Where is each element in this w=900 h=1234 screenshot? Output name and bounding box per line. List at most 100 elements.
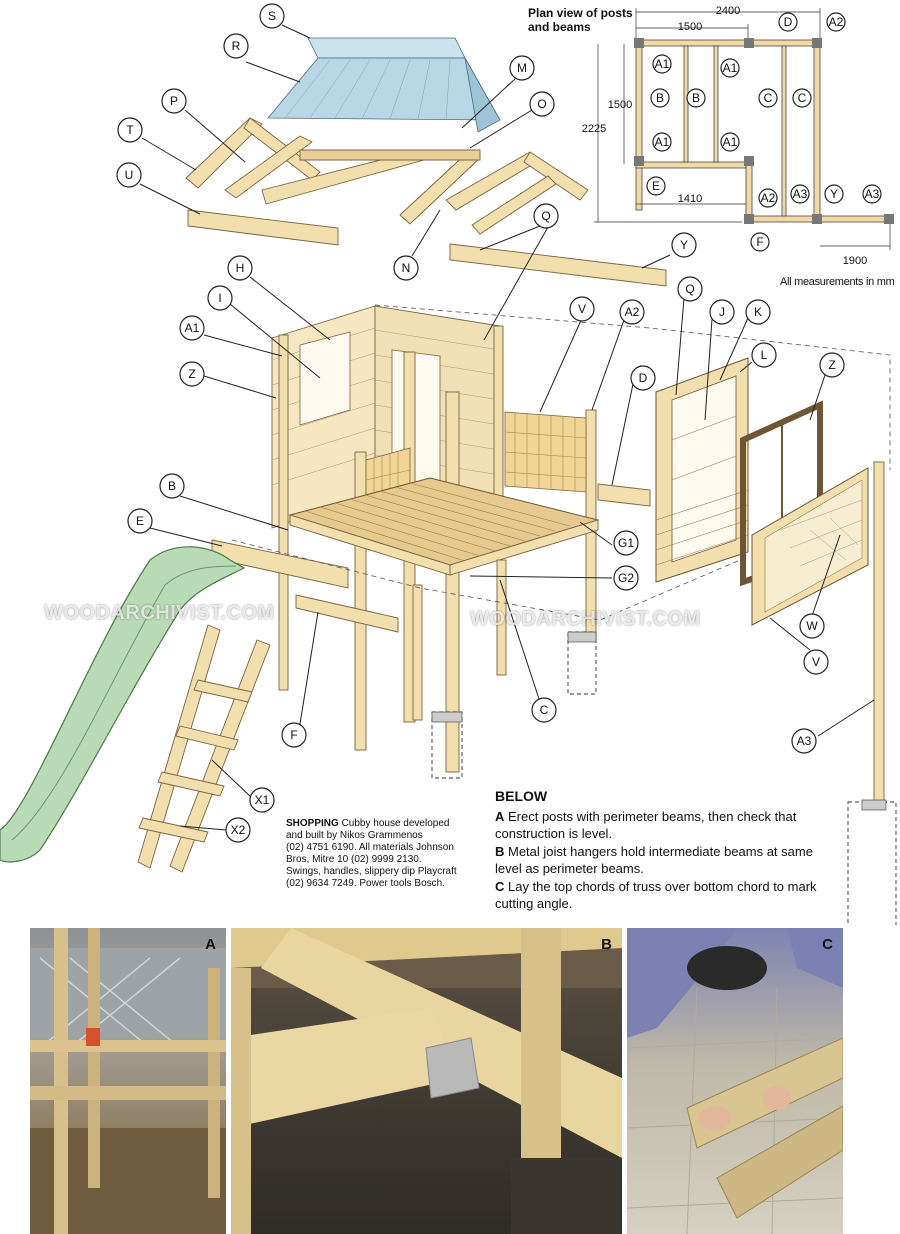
plan-label-a2: A2 xyxy=(761,191,776,205)
label-i: I xyxy=(218,291,221,305)
photo-c-illustration xyxy=(627,928,843,1234)
plan-label-circle xyxy=(652,132,672,152)
plan-label-circle xyxy=(778,12,798,32)
step-text: Metal joist hangers hold intermediate be… xyxy=(495,843,813,877)
plan-label-b: B xyxy=(692,91,700,105)
label-s: S xyxy=(268,9,276,23)
plan-label-a1: A1 xyxy=(723,61,738,75)
label-circle xyxy=(509,55,535,81)
wall-panels xyxy=(655,357,897,925)
plan-label-y: Y xyxy=(830,187,838,201)
label-circle xyxy=(179,315,205,341)
label-z: Z xyxy=(828,358,835,372)
ladder xyxy=(137,624,271,873)
label-j: J xyxy=(719,305,725,319)
plan-label-a3: A3 xyxy=(793,187,808,201)
plan-label-circle xyxy=(652,54,672,74)
label-t: T xyxy=(126,123,134,137)
label-circle xyxy=(751,342,777,368)
cubby-house-exploded-diagram: 2400 1500 1500 2225 1410 1900 D A2 A1 A1… xyxy=(0,3,897,925)
plan-label-circle xyxy=(758,188,778,208)
label-e: E xyxy=(136,514,144,528)
label-circle xyxy=(117,117,143,143)
label-circle xyxy=(249,787,275,813)
plan-label-circle xyxy=(792,88,812,108)
plan-label-a1: A1 xyxy=(655,57,670,71)
label-r: R xyxy=(232,39,241,53)
plan-label-circle xyxy=(720,58,740,78)
plan-label-circle xyxy=(862,184,882,204)
plan-dim-2400: 2400 xyxy=(716,5,740,17)
plan-view: 2400 1500 1500 2225 1410 1900 D A2 A1 A1… xyxy=(582,5,894,267)
photo-b-joist-hanger: B xyxy=(231,928,622,1234)
label-circle xyxy=(709,299,735,325)
label-circle xyxy=(281,722,307,748)
label-a1: A1 xyxy=(185,321,200,335)
label-p: P xyxy=(170,94,178,108)
step-letter: B xyxy=(495,843,505,859)
plan-dim-2225: 2225 xyxy=(582,123,606,135)
plan-label-a3: A3 xyxy=(865,187,880,201)
label-k: K xyxy=(754,305,762,319)
label-w: W xyxy=(806,619,818,633)
label-x2: X2 xyxy=(231,823,246,837)
label-z: Z xyxy=(188,367,195,381)
photo-a-letter: A xyxy=(205,936,216,953)
label-y: Y xyxy=(680,238,688,252)
plan-dim-1500-width: 1500 xyxy=(678,21,702,33)
plan-label-circle xyxy=(650,88,670,108)
label-d: D xyxy=(639,371,648,385)
plan-label-a1: A1 xyxy=(655,135,670,149)
label-o: O xyxy=(537,97,546,111)
plan-label-c: C xyxy=(764,91,773,105)
step-letter: C xyxy=(495,878,505,894)
label-circle xyxy=(671,232,697,258)
label-circle xyxy=(159,473,185,499)
shopping-line: and built by Nikos Grammenos xyxy=(286,830,423,841)
label-circle xyxy=(179,361,205,387)
part-labels: S R M O P T U N Q Y H I A1 Z V A2 D Q J … xyxy=(116,3,845,843)
label-circle xyxy=(677,276,703,302)
label-q: Q xyxy=(685,282,694,296)
photo-c-truss-marking: C xyxy=(627,928,843,1234)
label-l: L xyxy=(761,348,768,362)
photo-c-letter: C xyxy=(822,936,833,953)
plan-dim-1900: 1900 xyxy=(843,255,867,267)
label-v: V xyxy=(812,655,820,669)
plan-dim-1500-height: 1500 xyxy=(608,99,632,111)
step-text: Lay the top chords of truss over bottom … xyxy=(495,878,817,912)
plan-label-circle xyxy=(686,88,706,108)
photo-b-letter: B xyxy=(601,936,612,953)
plan-label-c: C xyxy=(798,91,807,105)
label-circle xyxy=(225,817,251,843)
plan-label-f: F xyxy=(756,235,763,249)
plan-title: Plan view of posts and beams xyxy=(528,6,633,34)
shopping-line: (02) 4751 6190. All materials Johnson xyxy=(286,842,454,853)
shopping-line: Bros, Mitre 10 (02) 9999 2130. xyxy=(286,854,422,865)
label-circle xyxy=(613,565,639,591)
label-circle xyxy=(127,508,153,534)
label-g1: G1 xyxy=(618,536,634,550)
label-circle xyxy=(161,88,187,114)
plan-dim-1410: 1410 xyxy=(678,193,702,205)
instructions-heading: BELOW xyxy=(495,788,548,804)
plan-label-circle xyxy=(824,184,844,204)
step-text: Erect posts with perimeter beams, then c… xyxy=(495,808,797,842)
label-circle xyxy=(745,299,771,325)
label-v: V xyxy=(578,302,586,316)
label-circle xyxy=(259,3,285,29)
label-circle xyxy=(529,91,555,117)
label-circle xyxy=(799,613,825,639)
plan-label-circle xyxy=(758,88,778,108)
label-circle xyxy=(223,33,249,59)
label-n: N xyxy=(402,261,411,275)
photo-a-illustration xyxy=(30,928,226,1234)
instruction-step: C Lay the top chords of truss over botto… xyxy=(495,878,825,913)
plan-label-circle xyxy=(750,232,770,252)
roof-assembly xyxy=(185,37,667,287)
shopping-credits: SHOPPING Cubby house developed and built… xyxy=(286,818,481,890)
measurement-note: All measurements in mm xyxy=(780,276,895,288)
leader-lines xyxy=(139,24,875,831)
instructions: BELOW A Erect posts with perimeter beams… xyxy=(495,788,825,913)
plan-label-a1: A1 xyxy=(723,135,738,149)
